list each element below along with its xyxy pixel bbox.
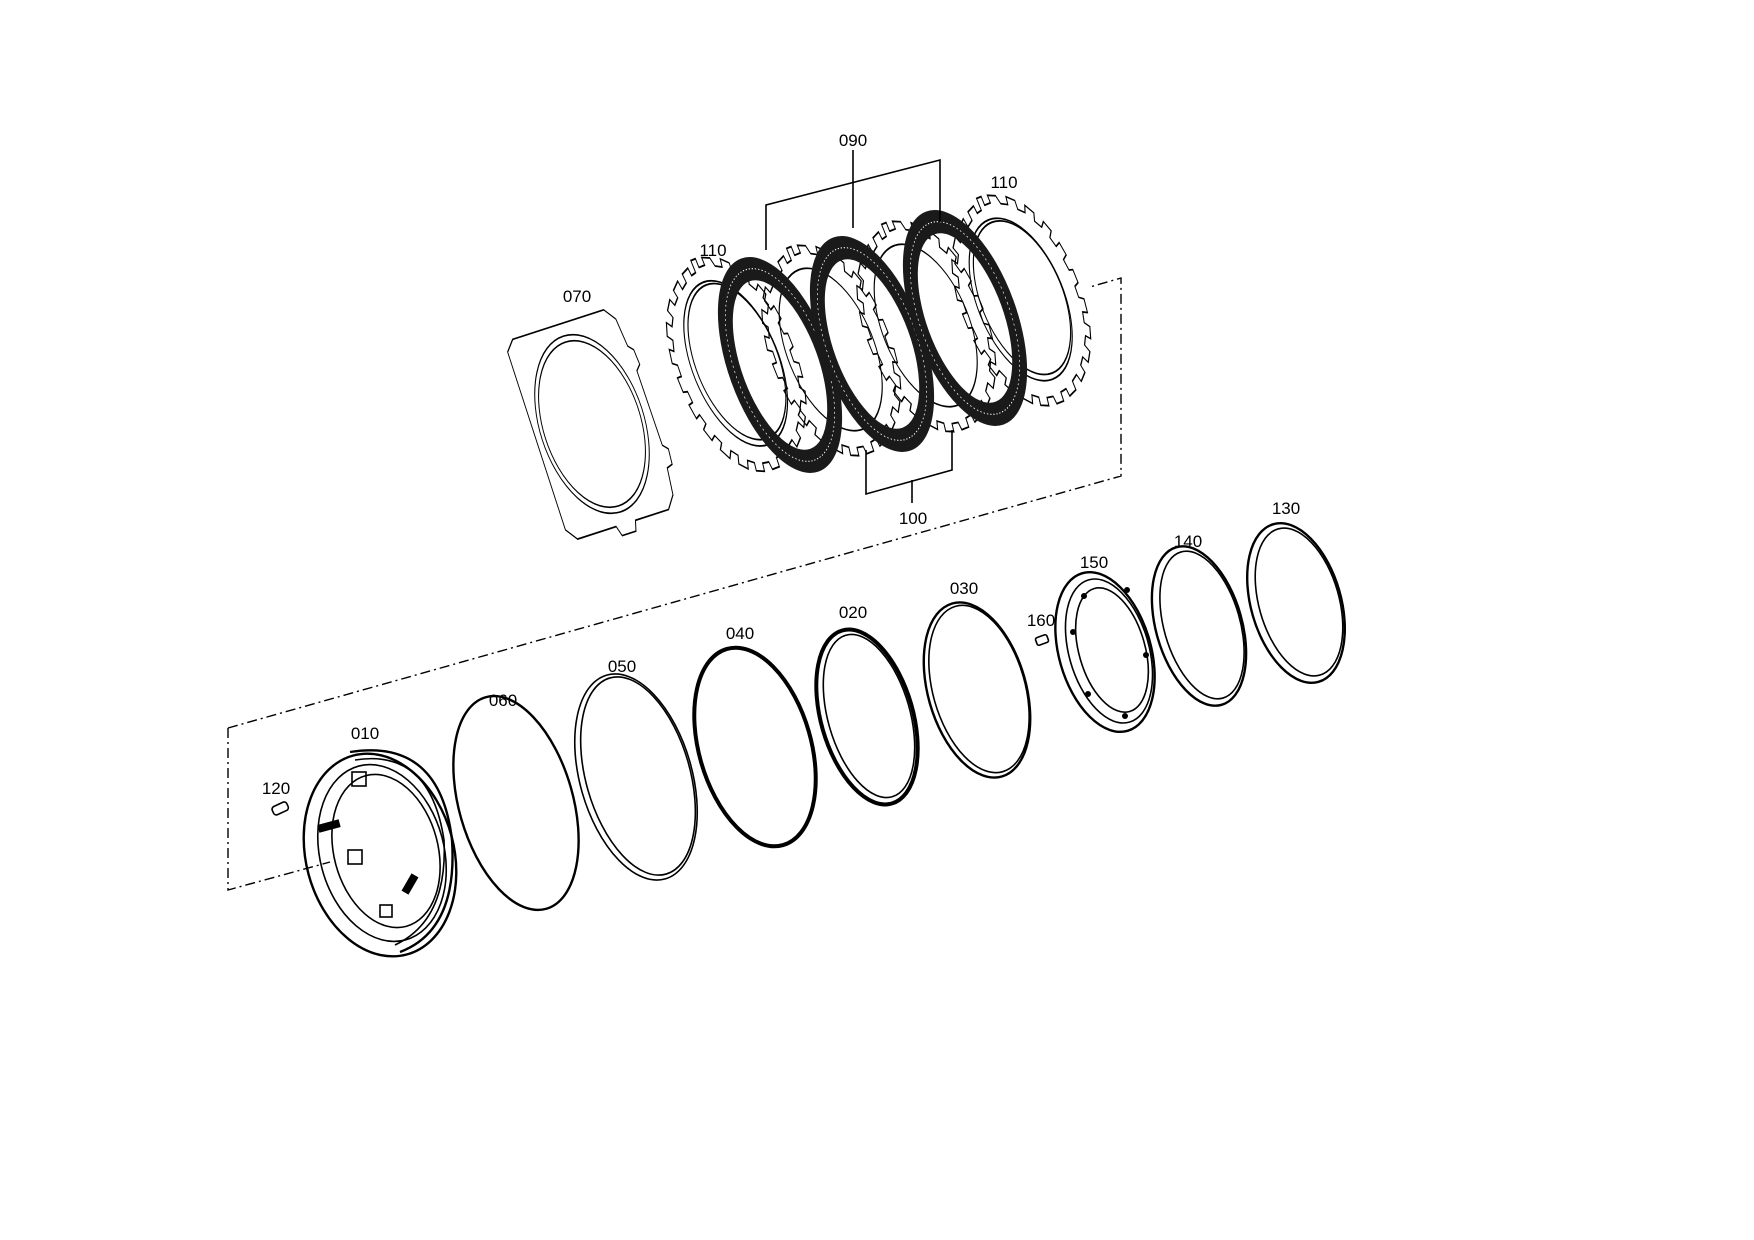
part-060-seal-ring bbox=[452, 694, 580, 912]
label-140: 140 bbox=[1174, 532, 1202, 551]
part-010-piston-housing bbox=[302, 749, 458, 958]
part-150-plate bbox=[1054, 570, 1156, 734]
label-130: 130 bbox=[1272, 499, 1300, 518]
part-130-ring bbox=[1245, 522, 1347, 684]
leader-100 bbox=[865, 430, 953, 503]
part-050-seal-ring bbox=[573, 673, 699, 881]
part-040-seal-ring bbox=[692, 645, 818, 849]
label-150: 150 bbox=[1080, 553, 1108, 572]
label-090: 090 bbox=[839, 131, 867, 150]
label-160: 160 bbox=[1027, 611, 1055, 630]
part-090-friction-disc-c bbox=[902, 210, 1028, 426]
label-010: 010 bbox=[351, 724, 379, 743]
label-070: 070 bbox=[563, 287, 591, 306]
label-020: 020 bbox=[839, 603, 867, 622]
label-100: 100 bbox=[899, 509, 927, 528]
assembly-boundary bbox=[227, 277, 1122, 891]
label-050: 050 bbox=[608, 657, 636, 676]
part-020-seal-ring bbox=[814, 627, 920, 807]
label-060: 060 bbox=[489, 691, 517, 710]
part-030-seal-ring bbox=[922, 601, 1032, 779]
label-110-front: 110 bbox=[699, 241, 726, 260]
label-040: 040 bbox=[726, 624, 754, 643]
part-120-pin bbox=[271, 801, 290, 816]
part-160-screw bbox=[1034, 633, 1050, 647]
part-140-ring bbox=[1150, 545, 1248, 707]
part-070-plate bbox=[507, 308, 674, 540]
label-030: 030 bbox=[950, 579, 978, 598]
leader-090 bbox=[765, 150, 941, 250]
label-120: 120 bbox=[262, 779, 290, 798]
part-110-toothed-plate-rear bbox=[923, 174, 1119, 425]
label-110-rear: 110 bbox=[990, 173, 1017, 192]
